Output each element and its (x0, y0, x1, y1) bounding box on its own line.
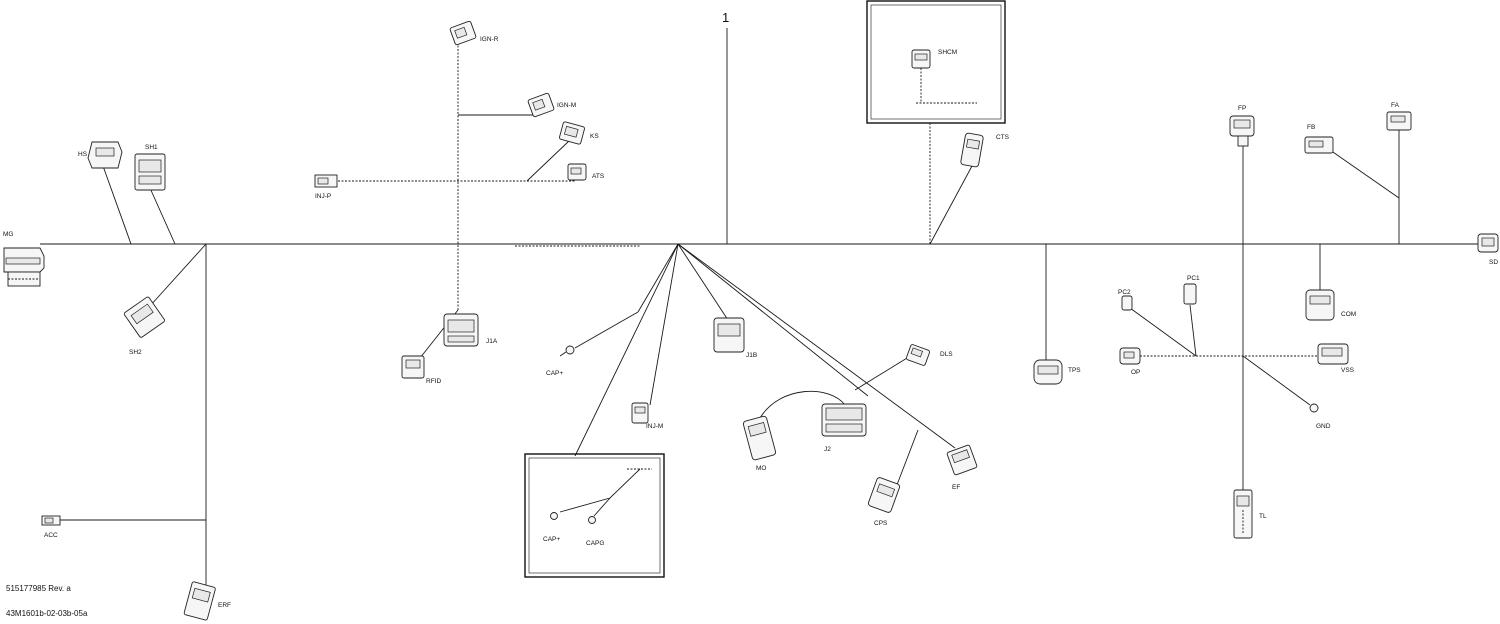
sh2-wire (149, 243, 207, 307)
rfid-connector (401, 355, 425, 379)
vss-label: VSS (1341, 367, 1355, 374)
fp-connector (1229, 115, 1255, 147)
cap-plus-terminal (559, 345, 575, 357)
j1b-label: J1B (746, 352, 757, 359)
mg-label: MG (3, 231, 13, 238)
sh1-label: SH1 (145, 144, 158, 151)
inj-m-wire (649, 243, 679, 406)
ef-label: EF (952, 484, 960, 491)
rfid-label: RFID (426, 378, 441, 385)
mo-label: MO (756, 465, 766, 472)
mo-wire (759, 390, 846, 419)
cts-wire (929, 165, 973, 245)
gnd-label: GND (1316, 423, 1331, 430)
pc2-connector (1121, 295, 1133, 311)
j1a-connector (443, 313, 479, 347)
tl-label: TL (1259, 513, 1267, 520)
j2-connector (821, 403, 867, 437)
pc1-wire (1189, 304, 1197, 357)
pc2-label: PC2 (1118, 289, 1131, 296)
sh1-connector (134, 153, 166, 191)
cps-connector (867, 477, 901, 513)
dls-connector (905, 344, 931, 366)
dls-wire (854, 354, 913, 391)
ef-connector (946, 444, 978, 476)
cts-connector (960, 132, 984, 168)
ats-label: ATS (592, 173, 605, 180)
acc-label: ACC (44, 532, 58, 539)
ef-wire (677, 243, 956, 449)
inj-p-label: INJ-P (315, 193, 331, 200)
hs-label: HS (78, 151, 88, 158)
pc1-label: PC1 (1187, 275, 1200, 282)
callout-number: 1 (722, 10, 729, 25)
tl-connector (1233, 489, 1253, 539)
hs-wire (102, 165, 132, 245)
shcm-label: SHCM (938, 49, 957, 56)
hs-connector (87, 141, 123, 169)
sh2-connector (123, 296, 165, 338)
j1b-wire (677, 243, 729, 321)
cap-inset-box (524, 453, 665, 578)
shcm-box (866, 0, 1006, 124)
dls-label: DLS (940, 351, 953, 358)
gnd-wire (1242, 355, 1311, 406)
ks-connector (559, 121, 585, 145)
tps-label: TPS (1068, 367, 1081, 374)
j1a-label: J1A (486, 338, 498, 345)
cts-label: CTS (996, 134, 1010, 141)
ign-m-connector (527, 92, 555, 118)
fb-label: FB (1307, 124, 1315, 131)
cap-wire-a (637, 243, 679, 313)
ign-m-label: IGN-M (557, 102, 576, 109)
com-label: COM (1341, 311, 1356, 318)
sd-label: SD (1489, 259, 1498, 266)
op-label: OP (1131, 369, 1140, 376)
acc-connector (41, 515, 61, 526)
sh1-wire (149, 187, 176, 245)
mg-connector (3, 247, 45, 287)
j1b-connector (713, 317, 745, 353)
ks-wire (526, 139, 571, 182)
erf-connector (183, 581, 216, 621)
inj-m-connector (631, 402, 649, 424)
ign-r-connector (449, 20, 477, 46)
fb-connector (1304, 136, 1334, 154)
ats-connector (567, 163, 587, 181)
ks-label: KS (590, 133, 599, 140)
image-reference: 43M1601b-02-03b-05a (6, 609, 88, 618)
cps-label: CPS (874, 520, 888, 527)
gnd-terminal (1309, 403, 1319, 413)
inj-m-label: INJ-M (646, 423, 663, 430)
tps-connector (1033, 359, 1063, 385)
capg-label: CAPG (586, 540, 604, 547)
pc2-wire (1129, 307, 1197, 357)
fb-wire (1329, 149, 1400, 199)
com-connector (1305, 289, 1335, 321)
sh2-label: SH2 (129, 349, 142, 356)
pc1-connector (1183, 283, 1197, 305)
sd-connector (1477, 233, 1499, 253)
inj-p-connector (314, 174, 338, 188)
cps-wire (894, 429, 919, 491)
inset-leader-wire (574, 243, 679, 457)
cap-plus-label: CAP+ (546, 370, 563, 377)
fa-label: FA (1391, 102, 1400, 109)
fp-label: FP (1238, 105, 1246, 112)
cap-plus-wire (574, 311, 639, 349)
op-connector (1119, 347, 1141, 365)
j2-wire (677, 243, 869, 397)
erf-label: ERF (218, 602, 231, 609)
inset-cap-plus-label: CAP+ (543, 536, 560, 543)
j2-label: J2 (824, 446, 831, 453)
document-number: 515177985 Rev. a (6, 584, 71, 593)
mo-connector (742, 415, 777, 461)
fa-connector (1386, 111, 1412, 131)
vss-connector (1317, 343, 1349, 365)
ign-r-label: IGN-R (480, 36, 499, 43)
